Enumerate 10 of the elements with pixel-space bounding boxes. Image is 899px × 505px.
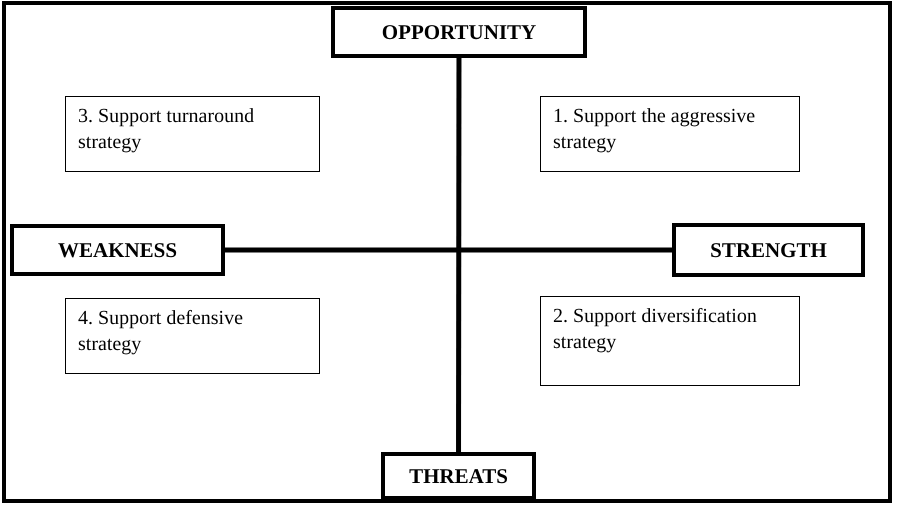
strategy-box: 2. Support diversification strategy — [540, 296, 800, 386]
swot-factor-box: THREATS — [381, 452, 536, 500]
swot-factor-box: WEAKNESS — [10, 224, 225, 276]
axis-line — [456, 58, 462, 452]
axis-line — [225, 248, 672, 252]
swot-factor-box: OPPORTUNITY — [331, 6, 587, 58]
strategy-box: 4. Support defensive strategy — [65, 298, 320, 374]
strategy-box: 1. Support the aggressive strategy — [540, 96, 800, 172]
strategy-box: 3. Support turnaround strategy — [65, 96, 320, 172]
swot-factor-box: STRENGTH — [672, 223, 865, 277]
